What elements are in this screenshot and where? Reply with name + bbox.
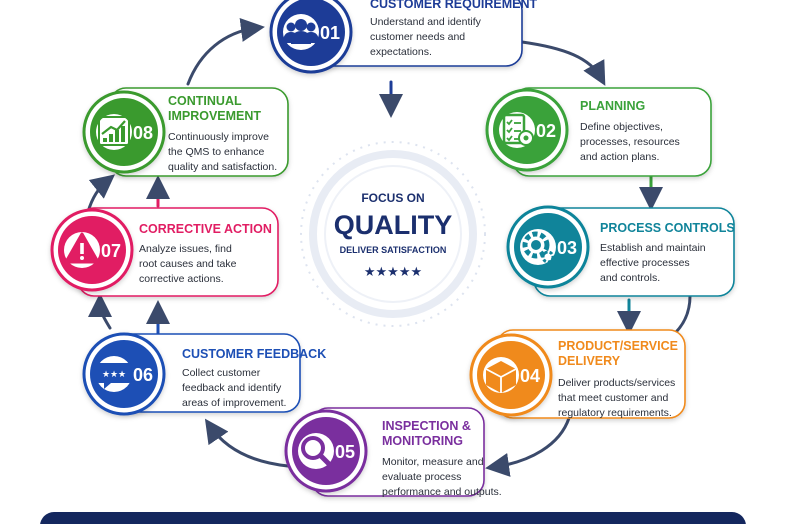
step-card-07: 07 CORRECTIVE ACTION Analyze issues, find r… [50, 207, 279, 297]
center-hub: FOCUS ON QUALITY DELIVER SATISFACTION ★★… [300, 141, 486, 327]
magnifier-icon [301, 436, 332, 467]
step-description-line: root causes and take [139, 258, 237, 270]
step-description-line: Continuously improve [168, 131, 269, 143]
arrow-06-side [88, 293, 113, 330]
step-description-line: and controls. [600, 272, 660, 284]
bottom-banner [40, 512, 746, 529]
arrow-05-to-06 [204, 418, 290, 468]
hub-outer-ring [309, 150, 477, 318]
package-box-icon [485, 361, 517, 393]
step-title-line: PROCESS CONTROLS [600, 221, 735, 235]
step-title-line: CORRECTIVE ACTION [139, 222, 272, 236]
step-title-line: CONTINUAL [168, 94, 242, 108]
step-description-line: Deliver products/services [558, 377, 675, 389]
checklist-target-icon [502, 113, 534, 146]
step-card-01: 01 CUSTOMER REQUIREMENT Understand and ide… [269, 0, 538, 74]
arrow-03-side [670, 294, 692, 338]
step-number: 05 [335, 442, 355, 462]
hub-dotted-ring [300, 141, 486, 327]
step-number: 02 [536, 121, 556, 141]
step-description-line: feedback and identify [182, 382, 282, 394]
arrow-08-to-01 [186, 18, 265, 86]
step-number: 01 [320, 23, 340, 43]
gear-icon [522, 231, 555, 264]
step-description-line: evaluate process [382, 471, 461, 483]
arrow-04-to-05 [485, 416, 571, 477]
step-description-line: Monitor, measure and [382, 456, 484, 468]
step-description-line: quality and satisfaction. [168, 161, 277, 173]
step-description-line: Establish and maintain [600, 242, 706, 254]
step-number: 03 [557, 238, 577, 258]
step-title-line: DELIVERY [558, 354, 621, 368]
hub-subtitle: DELIVER SATISFACTION [340, 245, 447, 255]
step-title-line: CUSTOMER REQUIREMENT [370, 0, 538, 11]
arrow-01-to-02 [520, 40, 606, 86]
svg-text:★: ★ [102, 369, 110, 379]
step-description-line: effective processes [600, 257, 690, 269]
steps-layer: 01 CUSTOMER REQUIREMENT Understand and ide… [50, 0, 735, 498]
step-title-line: INSPECTION & [382, 419, 471, 433]
step-description-line: areas of improvement. [182, 397, 286, 409]
svg-text:★: ★ [118, 369, 126, 379]
step-number: 08 [133, 123, 153, 143]
step-description-line: that meet customer and [558, 392, 668, 404]
step-description-line: expectations. [370, 46, 432, 58]
step-title-line: MONITORING [382, 434, 463, 448]
step-title-line: PRODUCT/SERVICE [558, 339, 678, 353]
step-number: 07 [101, 241, 121, 261]
step-title-line: CUSTOMER FEEDBACK [182, 347, 326, 361]
hub-title: QUALITY [334, 210, 453, 240]
step-description-line: Analyze issues, find [139, 243, 232, 255]
step-title-line: PLANNING [580, 99, 645, 113]
step-number: 04 [520, 366, 540, 386]
step-description-line: regulatory requirements. [558, 407, 672, 419]
cycle-arrows [86, 18, 692, 477]
hub-disc [324, 165, 462, 303]
step-description-line: Define objectives, [580, 121, 663, 133]
step-title-line: IMPROVEMENT [168, 109, 261, 123]
step-description-line: processes, resources [580, 136, 680, 148]
step-card-05: 05 INSPECTION &MONITORING Monitor, measure… [284, 407, 502, 498]
warning-triangle-icon [64, 232, 100, 264]
step-description-line: corrective actions. [139, 273, 224, 285]
hub-stars: ★★★★★ [364, 264, 422, 279]
hub-line-1: FOCUS ON [361, 191, 424, 205]
step-description-line: Collect customer [182, 367, 261, 379]
customers-group-icon [283, 19, 319, 44]
step-card-03: 03 PROCESS CONTROLS Establish and maintain… [506, 205, 735, 297]
step-description-line: the QMS to enhance [168, 146, 264, 158]
step-description-line: and action plans. [580, 151, 659, 163]
step-description-line: Understand and identify [370, 16, 482, 28]
step-description-line: performance and outputs. [382, 486, 502, 498]
svg-text:★: ★ [110, 369, 118, 379]
chat-bubble-icon: ★★★ [96, 363, 132, 389]
step-card-02: 02 PLANNING Define objectives, processes, r… [485, 87, 712, 177]
step-description-line: customer needs and [370, 31, 465, 43]
growth-chart-icon [98, 116, 130, 146]
step-number: 06 [133, 365, 153, 385]
